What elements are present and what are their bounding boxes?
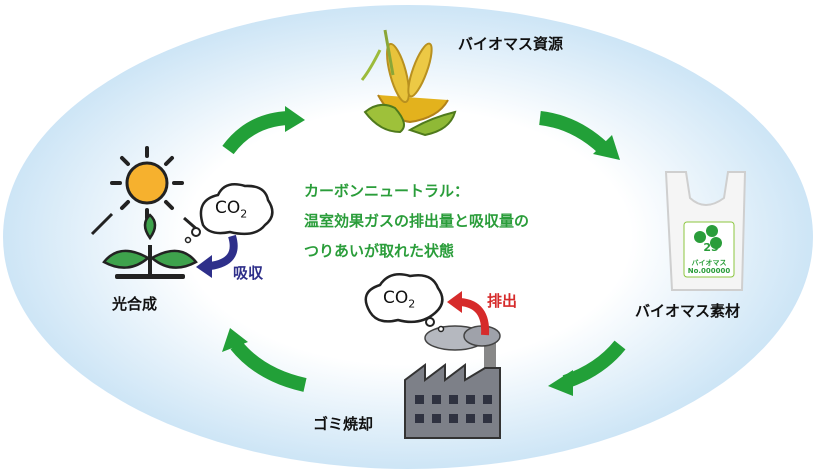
arrow-photosynthesis-to-resource [222, 111, 289, 155]
factory-icon [404, 325, 501, 439]
sun-icon [90, 146, 201, 236]
co2-label-right: CO2 [383, 288, 416, 311]
crop-icon [360, 29, 457, 137]
plant-icon [102, 213, 198, 279]
bag-mark-number: 25 [703, 241, 719, 254]
absorb-arrow [196, 234, 238, 278]
label-incineration: ゴミ焼却 [313, 415, 374, 433]
arrow-incineration-to-photosynthesis [230, 340, 307, 392]
bag-mark-name: バイオマス [691, 259, 727, 267]
emit-arrow [447, 291, 490, 336]
label-absorb: 吸収 [233, 264, 264, 282]
label-biomass-material: バイオマス素材 [635, 302, 741, 320]
bag-mark-code: No.000000 [687, 267, 731, 275]
center-line-1: カーボンニュートラル： [304, 182, 470, 200]
bag-icon [664, 171, 747, 291]
label-biomass-resource: バイオマス資源 [458, 35, 564, 53]
label-emit: 排出 [487, 292, 518, 310]
center-description: カーボンニュートラル： 温室効果ガスの排出量と吸収量の つりあいが取れた状態 [304, 176, 529, 266]
cycle-arrowheads [222, 106, 620, 396]
label-photosynthesis: 光合成 [112, 295, 158, 313]
co2-cloud-left [184, 183, 274, 244]
co2-label-left: CO2 [215, 198, 248, 221]
arrow-resource-to-material [539, 111, 608, 154]
center-line-3: つりあいが取れた状態 [304, 242, 455, 260]
center-line-2: 温室効果ガスの排出量と吸収量の [304, 212, 530, 230]
co2-cloud-right [364, 273, 445, 333]
